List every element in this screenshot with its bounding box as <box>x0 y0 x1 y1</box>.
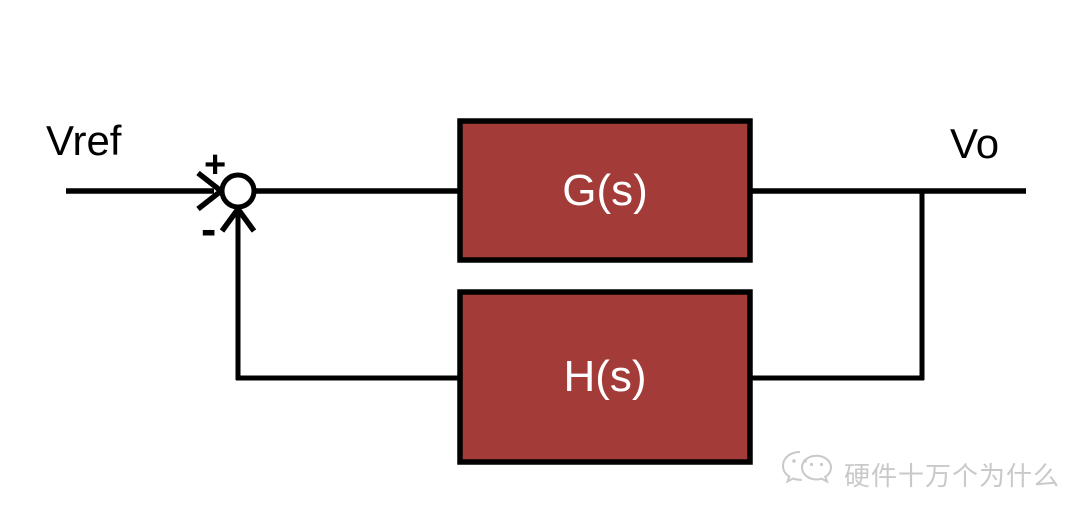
summing-minus-sign: - <box>201 203 217 255</box>
forward-block-rect <box>457 118 753 263</box>
watermark-text: 硬件十万个为什么 <box>844 460 1061 491</box>
summing-plus-sign: + <box>204 144 227 186</box>
watermark: 硬件十万个为什么 <box>780 448 1060 500</box>
wechat-icon <box>781 451 833 484</box>
output-label: Vo <box>950 120 1000 167</box>
summing-junction-icon <box>219 172 257 210</box>
input-label: Vref <box>46 117 122 164</box>
feedback-block-rect <box>457 289 753 465</box>
